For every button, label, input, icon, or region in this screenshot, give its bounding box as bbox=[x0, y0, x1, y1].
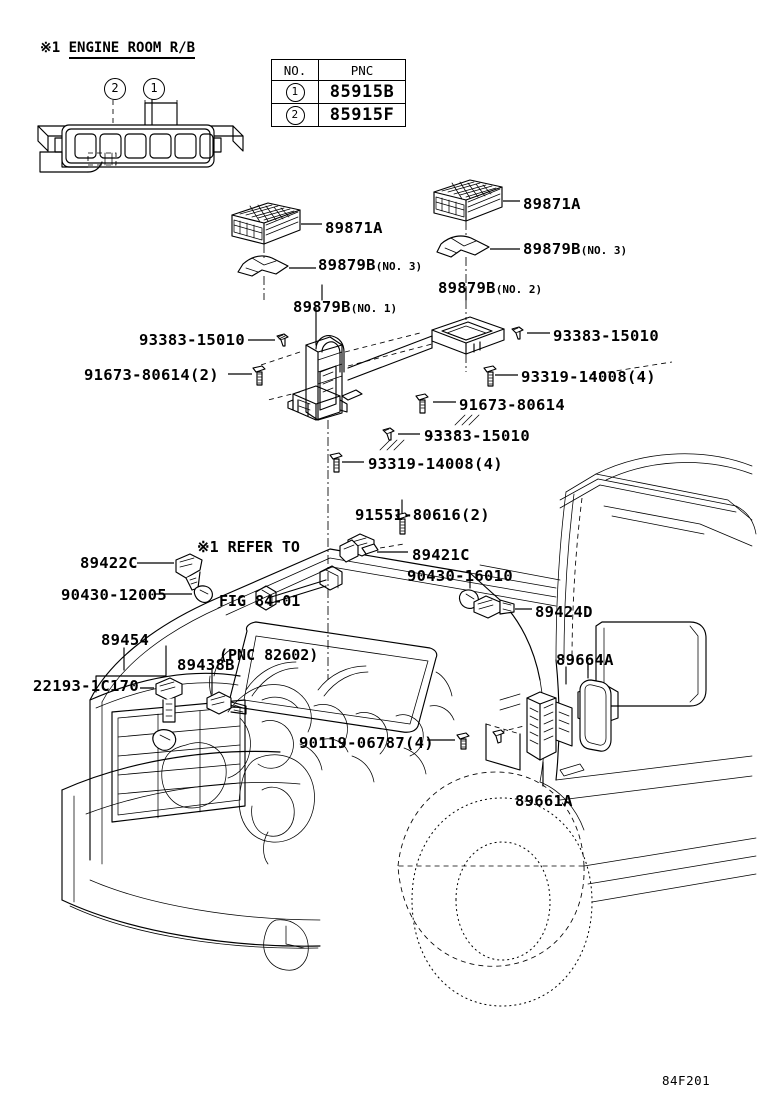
part-label-sensor_89422c: 89422C bbox=[80, 554, 138, 572]
part-label-gasket_90430_16: 90430-16010 bbox=[407, 567, 513, 585]
reference-note-line2: FIG 84-01 bbox=[219, 592, 301, 610]
pnc-table-header-row: NO. PNC bbox=[271, 59, 406, 81]
part-label-screw_c: 93319-14008(4) bbox=[521, 368, 656, 386]
figure-code: 84F201 bbox=[662, 1073, 711, 1088]
reference-note-line3: (PNC 82602) bbox=[219, 646, 319, 664]
part-label-screw_b: 93383-15010 bbox=[553, 327, 659, 345]
pnc-row-value-1: 85915B bbox=[318, 80, 406, 104]
part-label-bolt_a: 91673-80614(2) bbox=[84, 366, 219, 384]
circle-number-2: 2 bbox=[285, 105, 305, 125]
part-number: 89424D bbox=[535, 603, 593, 621]
part-label-part_89664a: 89664A bbox=[556, 651, 614, 669]
part-label-bolt_c: 91551-80616(2) bbox=[355, 506, 490, 524]
callout-2[interactable]: 2 bbox=[104, 78, 126, 100]
pnc-table: NO. PNC 1 85915B 2 85915F bbox=[271, 59, 406, 127]
part-number: 93319-14008(4) bbox=[521, 368, 656, 386]
ecu-bracket-assembly bbox=[257, 300, 505, 680]
pnc-row-no-2: 2 bbox=[271, 103, 319, 127]
part-number: 90430-16010 bbox=[407, 567, 513, 585]
part-label-suffix: (NO. 3) bbox=[580, 244, 628, 257]
vehicle-body-outline bbox=[61, 453, 757, 1007]
part-number: 89421C bbox=[412, 546, 470, 564]
reference-note: ※1 REFER TO FIG 84-01 (PNC 82602) bbox=[197, 502, 318, 700]
part-number: 89879B bbox=[293, 298, 351, 316]
part-number: 93383-15010 bbox=[553, 327, 659, 345]
pnc-table-row: 1 85915B bbox=[271, 80, 406, 104]
part-number: 89879B bbox=[523, 240, 581, 258]
part-label-screw_d: 93383-15010 bbox=[424, 427, 530, 445]
engine-room-relay-block-detail bbox=[37, 99, 244, 173]
part-number: 89454 bbox=[101, 631, 150, 649]
part-label-part_89438b: 89438B bbox=[177, 656, 235, 674]
part-number: 89871A bbox=[325, 219, 383, 237]
part-number: 93319-14008(4) bbox=[368, 455, 503, 473]
reference-note-text1: REFER TO bbox=[227, 538, 300, 556]
part-label-sensor_89421c: 89421C bbox=[412, 546, 470, 564]
circle-number-1: 1 bbox=[285, 82, 305, 102]
part-number: 89661A bbox=[515, 792, 573, 810]
part-label-part_89454: 89454 bbox=[101, 631, 150, 649]
part-label-suffix: (NO. 1) bbox=[350, 302, 398, 315]
label-leaders bbox=[123, 284, 567, 685]
part-number: 89422C bbox=[80, 554, 138, 572]
part-label-bolt_90119: 90119-06787(4) bbox=[299, 734, 434, 752]
part-label-cover_no1: 89879B(NO. 1) bbox=[293, 298, 398, 316]
ecu-module-left bbox=[231, 202, 322, 300]
reference-note-line1: ※1 REFER TO bbox=[197, 538, 318, 556]
pnc-table-row: 2 85915F bbox=[271, 103, 406, 127]
part-icon-89454 bbox=[155, 677, 183, 723]
part-label-cover_no2: 89879B(NO. 2) bbox=[438, 279, 543, 297]
part-icon-89424d bbox=[473, 595, 515, 619]
part-label-bolt_b: 91673-80614 bbox=[459, 396, 565, 414]
part-number: 90119-06787(4) bbox=[299, 734, 434, 752]
pnc-row-no-1: 1 bbox=[271, 80, 319, 104]
part-number: 91673-80614 bbox=[459, 396, 565, 414]
part-number: 91673-80614(2) bbox=[84, 366, 219, 384]
part-icon-89421c bbox=[339, 533, 379, 563]
part-label-gasket_90430_12: 90430-12005 bbox=[61, 586, 167, 604]
pnc-row-value-2: 85915F bbox=[318, 103, 406, 127]
fasteners-right bbox=[329, 326, 673, 473]
part-number: 89879B bbox=[438, 279, 496, 297]
part-number: 89879B bbox=[318, 256, 376, 274]
fasteners-left bbox=[228, 333, 289, 386]
part-label-part_89661a: 89661A bbox=[515, 792, 573, 810]
part-label-ecu_right: 89871A bbox=[523, 195, 581, 213]
reference-note-marker: ※1 bbox=[197, 538, 219, 556]
part-label-screw_a: 93383-15010 bbox=[139, 331, 245, 349]
part-number: 93383-15010 bbox=[139, 331, 245, 349]
ecu-module-right bbox=[433, 179, 520, 300]
part-icon-89661a bbox=[526, 691, 573, 761]
callout-1[interactable]: 1 bbox=[143, 78, 165, 100]
pnc-header-no: NO. bbox=[271, 59, 319, 81]
part-number: 89438B bbox=[177, 656, 235, 674]
part-number: 22193-1C170 bbox=[33, 677, 139, 695]
part-label-ecu_left: 89871A bbox=[325, 219, 383, 237]
part-label-cover_right_no3: 89879B(NO. 3) bbox=[523, 240, 628, 258]
pnc-header-pnc: PNC bbox=[318, 59, 406, 81]
note-marker: ※1 bbox=[40, 40, 61, 56]
part-label-sensor_89424d: 89424D bbox=[535, 603, 593, 621]
part-number: 89664A bbox=[556, 651, 614, 669]
part-number: 91551-80616(2) bbox=[355, 506, 490, 524]
part-label-suffix: (NO. 3) bbox=[375, 260, 423, 273]
note-title-text: ENGINE ROOM R/B bbox=[68, 40, 196, 59]
part-number: 90430-12005 bbox=[61, 586, 167, 604]
part-number: 89871A bbox=[523, 195, 581, 213]
part-label-cover_left_no3: 89879B(NO. 3) bbox=[318, 256, 423, 274]
part-label-suffix: (NO. 2) bbox=[495, 283, 543, 296]
part-label-part_22193: 22193-1C170 bbox=[33, 677, 139, 695]
part-label-screw_e: 93319-14008(4) bbox=[368, 455, 503, 473]
engine-room-note-title: ※1 ENGINE ROOM R/B bbox=[40, 40, 196, 59]
part-number: 93383-15010 bbox=[424, 427, 530, 445]
